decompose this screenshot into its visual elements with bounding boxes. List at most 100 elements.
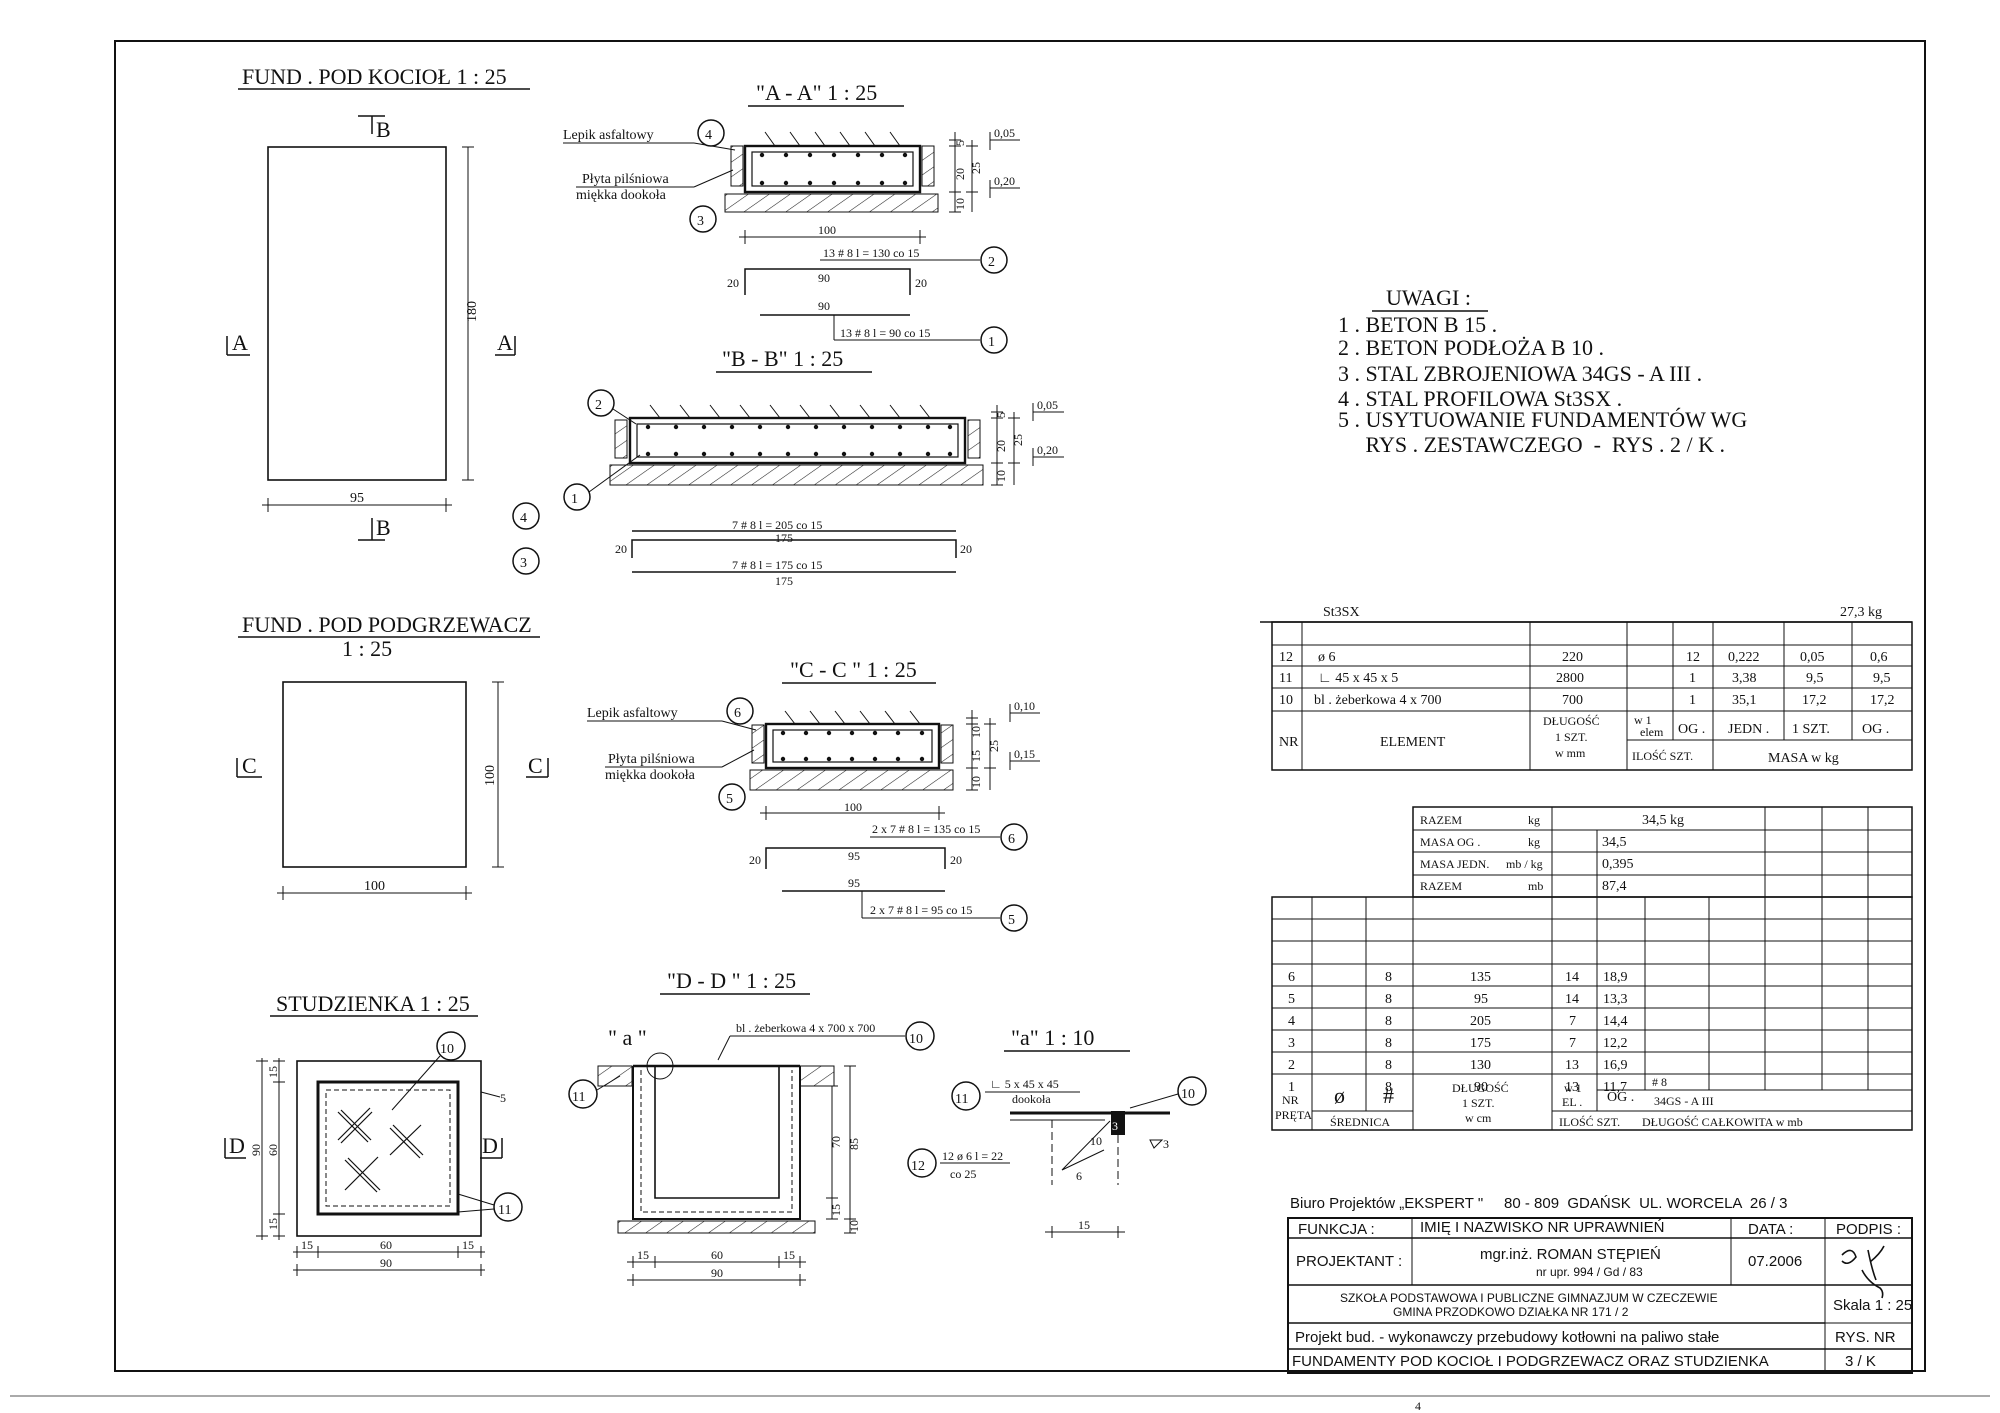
r-szt: 7	[1569, 1014, 1576, 1029]
r-tot: 13,3	[1603, 992, 1628, 1007]
r-h-w1: w 1	[1564, 1081, 1582, 1095]
p-row-el: bl . żeberkowa 4 x 700	[1314, 693, 1442, 708]
bar-6-d20b: 20	[950, 853, 962, 867]
notes-title: UWAGI :	[1386, 285, 1471, 310]
r-h-len3: w cm	[1465, 1111, 1492, 1125]
tb-drawing: FUNDAMENTY POD KOCIOŁ I PODGRZEWACZ ORAZ…	[1292, 1353, 1769, 1370]
dim-podgrz-h: 100	[483, 765, 498, 786]
lvl-cc-015: 0,15	[1014, 747, 1035, 761]
mark-d-right: D	[482, 1133, 498, 1158]
lvl-bb-005: 0,05	[1037, 398, 1058, 412]
dim-dd-10: 10	[847, 1220, 861, 1232]
mark-c-left: C	[242, 753, 257, 778]
tb-data: DATA :	[1748, 1221, 1793, 1238]
p-row-nr: 12	[1279, 650, 1293, 665]
mark-b-top: B	[376, 117, 391, 142]
dim-podgrz-w: 100	[364, 879, 385, 894]
sum-label: RAZEM	[1420, 879, 1462, 893]
r-nr: 2	[1288, 1058, 1295, 1073]
r-szt: 14	[1565, 970, 1579, 985]
bar-6-d95: 95	[848, 849, 860, 863]
tb-upr: nr upr. 994 / Gd / 83	[1536, 1265, 1643, 1279]
bar-6-text: 2 x 7 # 8 l = 135 co 15	[872, 822, 980, 836]
p-row-len: 700	[1562, 693, 1583, 708]
r-len: 135	[1470, 970, 1491, 985]
bar-3-d20a: 20	[615, 542, 627, 556]
dim-s15c: 15	[301, 1238, 313, 1252]
lvl-aa-020: 0,20	[994, 174, 1015, 188]
title-kociol: FUND . POD KOCIOŁ 1 : 25	[242, 64, 507, 89]
p-row-og: 17,2	[1870, 693, 1895, 708]
dim-cc-25: 25	[987, 740, 1001, 752]
p-row-nr: 10	[1279, 693, 1293, 708]
r-nr: 5	[1288, 992, 1295, 1007]
bar-3-d175: 175	[775, 574, 793, 588]
profile-total: 27,3 kg	[1840, 605, 1882, 620]
dim-det-10: 10	[1090, 1134, 1102, 1148]
r-d: 8	[1385, 1036, 1392, 1051]
callout-6-bar: 6	[1008, 832, 1015, 847]
title-detail-a: "a" 1 : 10	[1011, 1025, 1094, 1050]
p-h-1szt: 1 SZT.	[1792, 722, 1830, 737]
title-bb: "B - B" 1 : 25	[722, 346, 843, 371]
r-len: 130	[1470, 1058, 1491, 1073]
r-tot: 11,7	[1603, 1080, 1627, 1095]
r-h-len2: 1 SZT.	[1462, 1096, 1494, 1110]
label-plyta1-aa: Płyta pilśniowa	[582, 172, 670, 187]
r-h-preta: PRĘTA	[1275, 1108, 1312, 1122]
section-dd: "D - D " 1 : 25 " a " bl . żeberkowa 4 x…	[568, 968, 935, 1286]
dim-kociol-h: 180	[465, 301, 480, 322]
title-cc: "C - C " 1 : 25	[790, 657, 917, 682]
detail-a: "a" 1 : 10 11 ∟ 5 x 45 x 45 dookoła 10 1…	[907, 1025, 1207, 1238]
title-studzienka: STUDZIENKA 1 : 25	[276, 991, 470, 1016]
r-tot: 14,4	[1603, 1014, 1628, 1029]
r-nr: 4	[1288, 1014, 1295, 1029]
label-co25: co 25	[950, 1167, 976, 1181]
lvl-aa-005: 0,05	[994, 126, 1015, 140]
callout-10-plan: 10	[440, 1042, 454, 1057]
callout-4-aa: 4	[705, 128, 712, 143]
tb-client1: SZKOŁA PODSTAWOWA I PUBLICZNE GIMNAZJUM …	[1340, 1291, 1718, 1305]
mark-a-right: A	[497, 330, 513, 355]
p-h-len1: DŁUGOŚĆ	[1543, 714, 1600, 728]
title-dd: "D - D " 1 : 25	[667, 968, 796, 993]
p-row-szt: 1	[1689, 693, 1696, 708]
lvl-bb-020: 0,20	[1037, 443, 1058, 457]
note-4: 4 . STAL PROFILOWA St3SX .	[1338, 386, 1622, 411]
label-pret12: 12 ø 6 l = 22	[942, 1149, 1003, 1163]
dim-s5: 5	[500, 1091, 506, 1105]
note-6: RYS . ZESTAWCZEGO - RYS . 2 / K .	[1338, 432, 1725, 457]
callout-10-dd: 10	[909, 1032, 923, 1047]
note-5: 5 . USYTUOWANIE FUNDAMENTÓW WG	[1338, 407, 1747, 432]
sheet-frame	[114, 40, 1926, 1372]
p-row-szt: 1	[1689, 671, 1696, 686]
bar-1-text: 13 # 8 l = 90 co 15	[840, 326, 930, 340]
label-lepik-aa: Lepik asfaltowy	[563, 128, 654, 143]
p-row-og: 0,6	[1870, 650, 1888, 665]
r-szt: 14	[1565, 992, 1579, 1007]
bar-2-d20a: 20	[727, 276, 739, 290]
p-row-el: ∟ 45 x 45 x 5	[1318, 671, 1398, 686]
bar-4-text: 7 # 8 l = 205 co 15	[732, 518, 822, 532]
sum-label: MASA JEDN.	[1420, 857, 1489, 871]
p-h-w1b: elem	[1640, 725, 1664, 739]
label-plyta2-aa: miękka dookoła	[576, 188, 667, 203]
bar-2-d20b: 20	[915, 276, 927, 290]
tb-imie: IMIĘ I NAZWISKO NR UPRAWNIEŃ	[1420, 1219, 1664, 1236]
mark-a-detail: " a "	[608, 1025, 647, 1050]
bars-cc: 2 x 7 # 8 l = 135 co 15 6 20 95 20 95 2 …	[749, 822, 1028, 932]
dim-det-3: 3	[1112, 1119, 1118, 1133]
dim-bb-20: 20	[994, 440, 1008, 452]
r-d: 8	[1385, 1014, 1392, 1029]
r-len: 90	[1474, 1080, 1488, 1095]
callout-11-det: 11	[955, 1092, 968, 1107]
r-d: 8	[1385, 1080, 1392, 1095]
mark-d-left: D	[229, 1133, 245, 1158]
r-tot: 12,2	[1603, 1036, 1628, 1051]
tb-project: Projekt bud. - wykonawczy przebudowy kot…	[1295, 1329, 1719, 1346]
sum-value: 34,5	[1602, 835, 1627, 850]
dim-dd-15a: 15	[637, 1248, 649, 1262]
r-nr: 3	[1288, 1036, 1295, 1051]
dim-s90v: 90	[249, 1144, 263, 1156]
r-szt: 13	[1565, 1080, 1579, 1095]
